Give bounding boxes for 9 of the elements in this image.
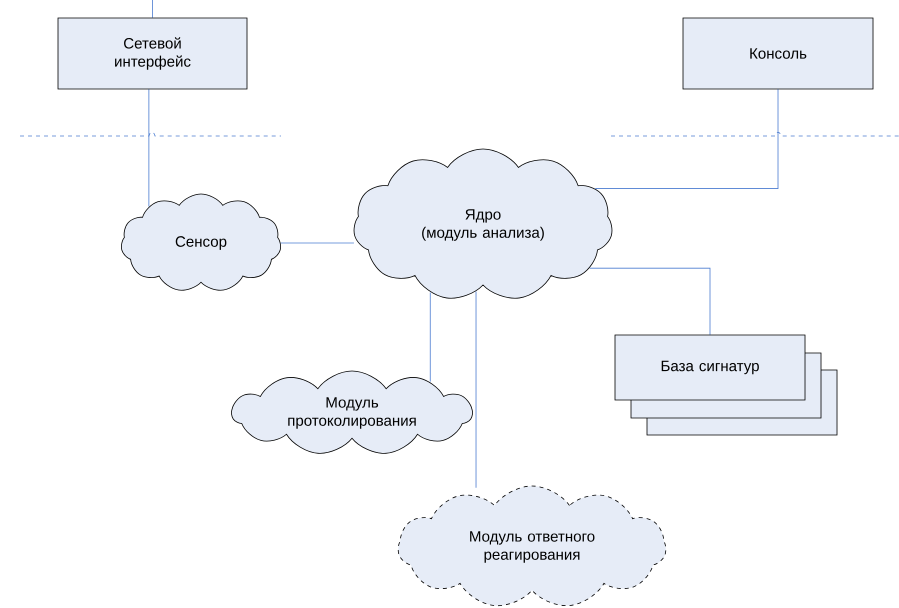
connector-line [594,89,778,189]
stacked-document-box: База сигнатур [614,334,838,436]
connector-line [148,89,150,207]
process-box: Консоль [682,18,874,90]
connector-line [430,292,431,382]
connector-line [280,242,354,244]
process-box: Сетевой интерфейс [58,18,248,90]
connector-line [589,268,710,335]
connector-line [152,0,153,18]
